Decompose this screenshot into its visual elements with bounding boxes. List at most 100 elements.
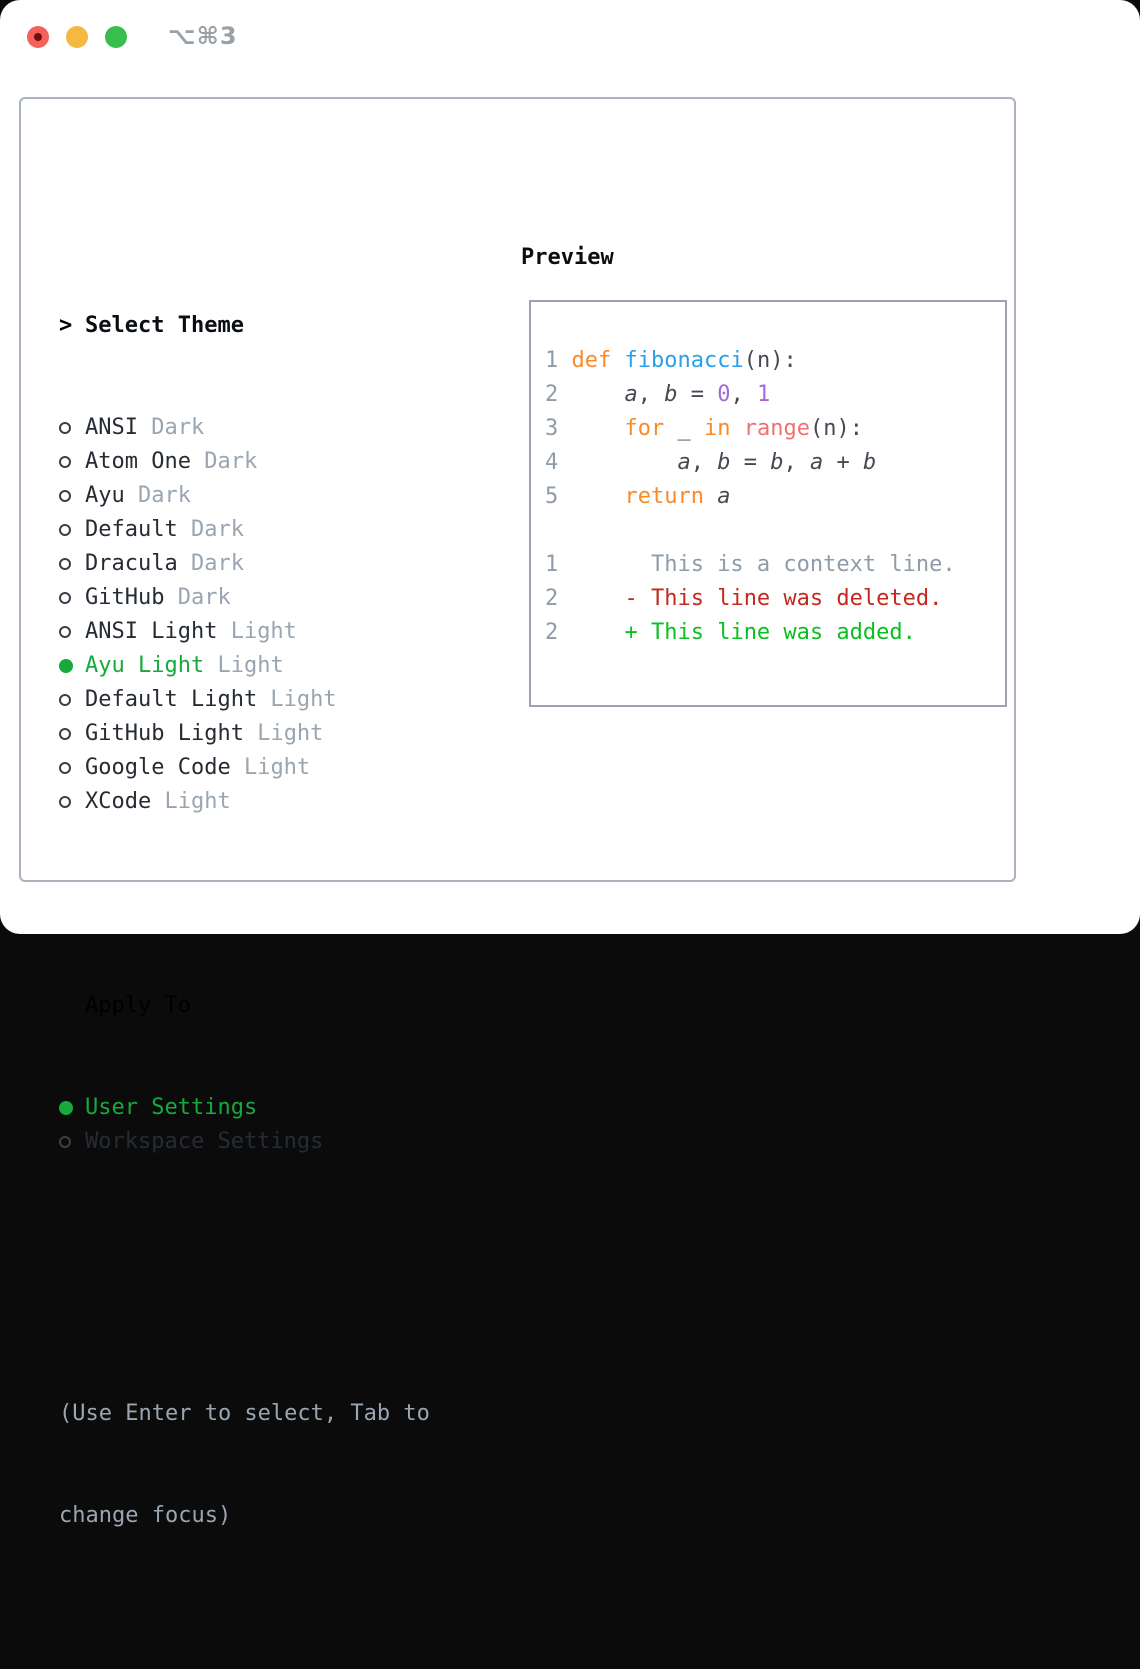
code-token: b (664, 382, 678, 407)
code-token: 2 (545, 586, 559, 611)
theme-option-ansi-dark[interactable]: ANSI Dark (59, 411, 430, 445)
spacer (59, 1136, 85, 1148)
apply-option-label: Workspace Settings (85, 1129, 324, 1154)
code-token: - This line was deleted. (624, 586, 943, 611)
code-token: 2 (545, 382, 572, 407)
code-token: This is a context line. (558, 552, 956, 577)
radio-icon (59, 524, 71, 536)
theme-variant: Light (151, 789, 231, 814)
code-token: b (770, 450, 784, 475)
spacer (59, 728, 85, 740)
preview-line: 5 return a (545, 480, 1005, 514)
code-token: , (637, 382, 665, 407)
window-hotkey-label: ⌥⌘3 (168, 22, 238, 50)
theme-option-github-dark[interactable]: GitHub Dark (59, 581, 430, 615)
code-token: a (624, 382, 638, 407)
theme-option-atom-one-dark[interactable]: Atom One Dark (59, 445, 430, 479)
code-token: b (717, 450, 731, 475)
radio-icon (59, 762, 71, 774)
code-token (730, 416, 743, 441)
theme-variant: Dark (177, 551, 244, 576)
theme-option-dracula-dark[interactable]: Dracula Dark (59, 547, 430, 581)
spacer (59, 1227, 430, 1261)
theme-name: XCode (85, 789, 152, 814)
spacer (59, 659, 85, 673)
code-token (558, 586, 624, 611)
theme-option-default-light-light[interactable]: Default Light Light (59, 683, 430, 717)
spacer (59, 456, 85, 468)
code-token: range (743, 416, 810, 441)
theme-option-default-dark[interactable]: Default Dark (59, 513, 430, 547)
spacer (59, 592, 85, 604)
preview-line: 2 + This line was added. (545, 616, 1005, 650)
select-theme-header: > Select Theme (59, 309, 430, 343)
select-theme-title: Select Theme (85, 313, 244, 338)
spacer (59, 796, 85, 808)
preview-line (545, 514, 1005, 548)
radio-icon (59, 422, 71, 434)
apply-option-workspace-settings[interactable]: Workspace Settings (59, 1125, 430, 1159)
preview-line: 4 a, b = b, a + b (545, 446, 1005, 480)
theme-option-ayu-dark[interactable]: Ayu Dark (59, 479, 430, 513)
spacer (59, 422, 85, 434)
code-token (572, 484, 625, 509)
code-token (572, 450, 678, 475)
help-text-line2: change focus) (59, 1503, 232, 1528)
code-token: + (823, 450, 863, 475)
theme-name: ANSI (85, 415, 138, 440)
theme-option-github-light-light[interactable]: GitHub Light Light (59, 717, 430, 751)
code-token (558, 620, 624, 645)
radio-selected-icon (59, 1101, 73, 1115)
minimize-icon[interactable] (66, 26, 88, 48)
code-token: 2 (545, 620, 559, 645)
theme-option-xcode-light[interactable]: XCode Light (59, 785, 430, 819)
theme-variant: Light (204, 653, 284, 678)
theme-option-ayu-light-light[interactable]: Ayu Light Light (59, 649, 430, 683)
code-token: in (703, 416, 731, 441)
radio-icon (59, 1136, 71, 1148)
cursor-icon: > (59, 313, 73, 338)
code-token: , (690, 450, 718, 475)
theme-name: Ayu Light (85, 653, 205, 678)
code-token: _ (664, 416, 704, 441)
theme-variant: Dark (164, 585, 231, 610)
radio-icon (59, 456, 71, 468)
window-titlebar: ⌥⌘3 (0, 0, 1140, 75)
code-token: def (571, 348, 612, 373)
theme-option-google-code-light[interactable]: Google Code Light (59, 751, 430, 785)
code-token: 1 (545, 348, 572, 373)
preview-line: 2 a, b = 0, 1 (545, 378, 1005, 412)
code-token: 3 (545, 416, 572, 441)
code-token (611, 348, 624, 373)
spacer (59, 558, 85, 570)
code-token: = (730, 450, 771, 475)
code-token: a (677, 450, 691, 475)
theme-variant: Dark (177, 517, 244, 542)
code-token: = (677, 382, 718, 407)
code-token: a (809, 450, 824, 475)
code-token: return (624, 484, 704, 509)
code-token: (n): (809, 416, 863, 441)
radio-icon (59, 796, 71, 808)
apply-option-label: User Settings (85, 1095, 258, 1120)
traffic-lights (27, 26, 127, 48)
radio-icon (59, 558, 71, 570)
code-token: 1 (545, 552, 559, 577)
preview-line: 1 def fibonacci(n): (545, 344, 1005, 378)
radio-icon (59, 592, 71, 604)
code-token: + This line was added. (624, 620, 916, 645)
theme-option-ansi-light-light[interactable]: ANSI Light Light (59, 615, 430, 649)
theme-name: Default (85, 517, 178, 542)
apply-to-title: Apply To (85, 993, 191, 1018)
close-icon[interactable] (27, 26, 49, 48)
theme-name: GitHub Light (85, 721, 244, 746)
apply-option-user-settings[interactable]: User Settings (59, 1091, 430, 1125)
theme-name: GitHub (85, 585, 165, 610)
code-token: (n): (743, 348, 797, 373)
zoom-icon[interactable] (105, 26, 127, 48)
theme-name: ANSI Light (85, 619, 218, 644)
